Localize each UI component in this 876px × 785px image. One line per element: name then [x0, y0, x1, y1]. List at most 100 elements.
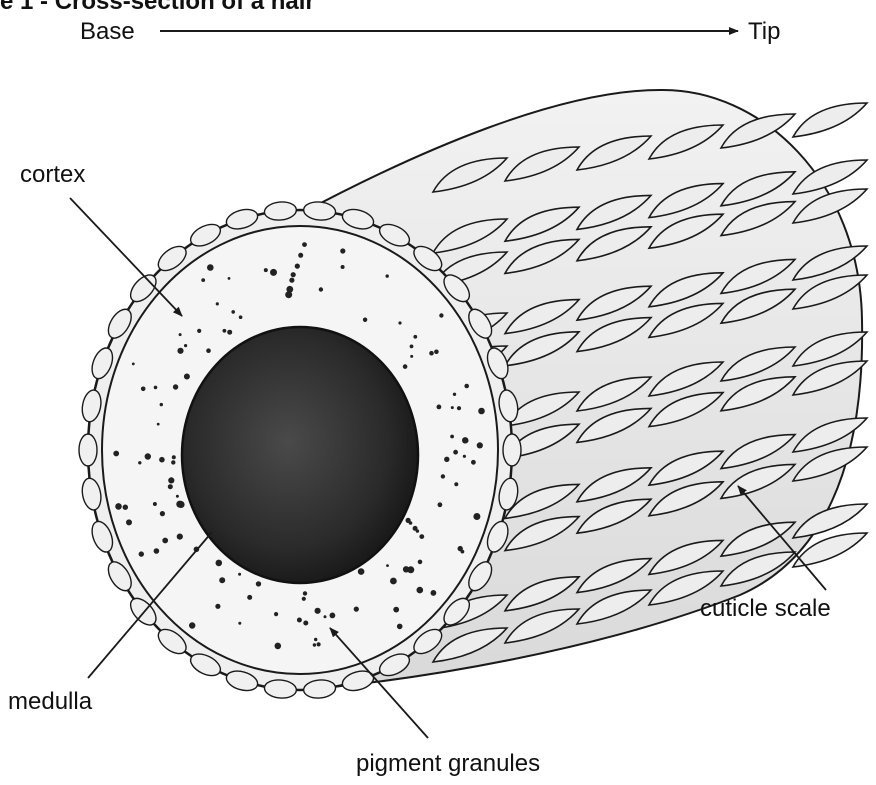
pigment-granule [441, 474, 445, 478]
pigment-granule [239, 315, 243, 319]
pigment-granule [256, 581, 261, 586]
pigment-granule [227, 330, 232, 335]
pigment-granule [238, 622, 241, 625]
pigment-granule [410, 345, 414, 349]
pigment-granule [363, 318, 367, 322]
pigment-granule [201, 278, 205, 282]
pigment-granule [358, 568, 365, 575]
pigment-granule [206, 348, 211, 353]
cuticle-scale [793, 103, 867, 137]
pigment-granule [264, 268, 268, 272]
medulla-core [182, 327, 418, 583]
pigment-granule [160, 403, 163, 406]
pigment-granule [478, 408, 485, 415]
cuticle-scale-label: cuticle scale [700, 597, 831, 621]
pigment-granule [171, 460, 175, 464]
pigment-granule [178, 501, 185, 508]
pigment-granule [340, 248, 345, 253]
pigment-granule [454, 482, 458, 486]
pigment-granule [275, 643, 282, 650]
pigment-granule [238, 573, 241, 576]
pigment-granule [444, 457, 449, 462]
pigment-granule [314, 638, 317, 641]
pigment-granule [172, 455, 176, 459]
pigment-granule [413, 335, 417, 339]
medulla-label: medulla [8, 690, 92, 714]
pigment-granule [439, 313, 443, 317]
pigment-granule [162, 538, 168, 544]
pigment-granule [341, 265, 345, 269]
pigment-granule [197, 329, 201, 333]
pigment-granule [184, 374, 190, 380]
pigment-granules-label: pigment granules [356, 752, 540, 776]
pigment-granule [465, 439, 468, 442]
pigment-granule [410, 355, 413, 358]
pigment-granule [453, 450, 458, 455]
pigment-granule [270, 269, 277, 276]
rim-scale [79, 434, 97, 466]
pigment-granule [354, 607, 359, 612]
pigment-granule [453, 393, 456, 396]
pigment-granule [132, 363, 135, 366]
pigment-granule [295, 264, 300, 269]
pigment-granule [291, 272, 296, 277]
pigment-granule [297, 618, 302, 623]
pigment-granule [216, 302, 219, 305]
pigment-granule [319, 287, 323, 291]
pigment-granule [184, 344, 187, 347]
pigment-granule [403, 566, 409, 572]
pigment-granule [168, 484, 173, 489]
pigment-granule [216, 560, 223, 567]
pigment-granule [386, 564, 389, 567]
pigment-granule [139, 551, 144, 556]
pigment-granule [471, 460, 476, 465]
pigment-granule [113, 451, 119, 457]
pigment-granule [463, 455, 466, 458]
pigment-granule [189, 622, 195, 628]
pigment-granule [431, 590, 437, 596]
pigment-granule [159, 457, 165, 463]
pigment-granule [154, 548, 160, 554]
pigment-granule [429, 351, 434, 356]
pigment-granule [473, 513, 480, 520]
pigment-granule [390, 578, 397, 585]
pigment-granule [315, 608, 321, 614]
pigment-granule [303, 591, 307, 595]
pigment-granule [215, 604, 220, 609]
pigment-granule [286, 286, 293, 293]
pigment-granule [418, 560, 423, 565]
pigment-granule [317, 642, 321, 646]
pigment-granule [464, 384, 469, 389]
pigment-granule [145, 453, 151, 459]
pigment-granule [274, 612, 278, 616]
pigment-granule [313, 643, 316, 646]
pigment-granule [324, 615, 327, 618]
pigment-granule [153, 502, 157, 506]
pigment-granule [393, 607, 399, 613]
pigment-granule [302, 597, 306, 601]
pigment-granule [168, 477, 174, 483]
pigment-granule [176, 495, 179, 498]
pigment-granule [173, 384, 178, 389]
cortex-label: cortex [20, 163, 85, 187]
pigment-granule [219, 577, 225, 583]
pigment-granule [457, 406, 461, 410]
pigment-granule [477, 442, 483, 448]
pigment-granule [115, 503, 122, 510]
pigment-granule [417, 587, 424, 594]
pigment-granule [451, 406, 454, 409]
pigment-granule [247, 595, 252, 600]
pigment-granule [303, 621, 308, 626]
pigment-granule [228, 277, 231, 280]
pigment-granule [126, 519, 132, 525]
pigment-granule [438, 502, 443, 507]
pigment-granule [398, 321, 401, 324]
pigment-granule [179, 333, 182, 336]
pigment-granule [289, 278, 294, 283]
pigment-granule [177, 348, 183, 354]
pigment-granule [437, 405, 442, 410]
pigment-granule [434, 350, 439, 355]
pigment-granule [403, 364, 408, 369]
